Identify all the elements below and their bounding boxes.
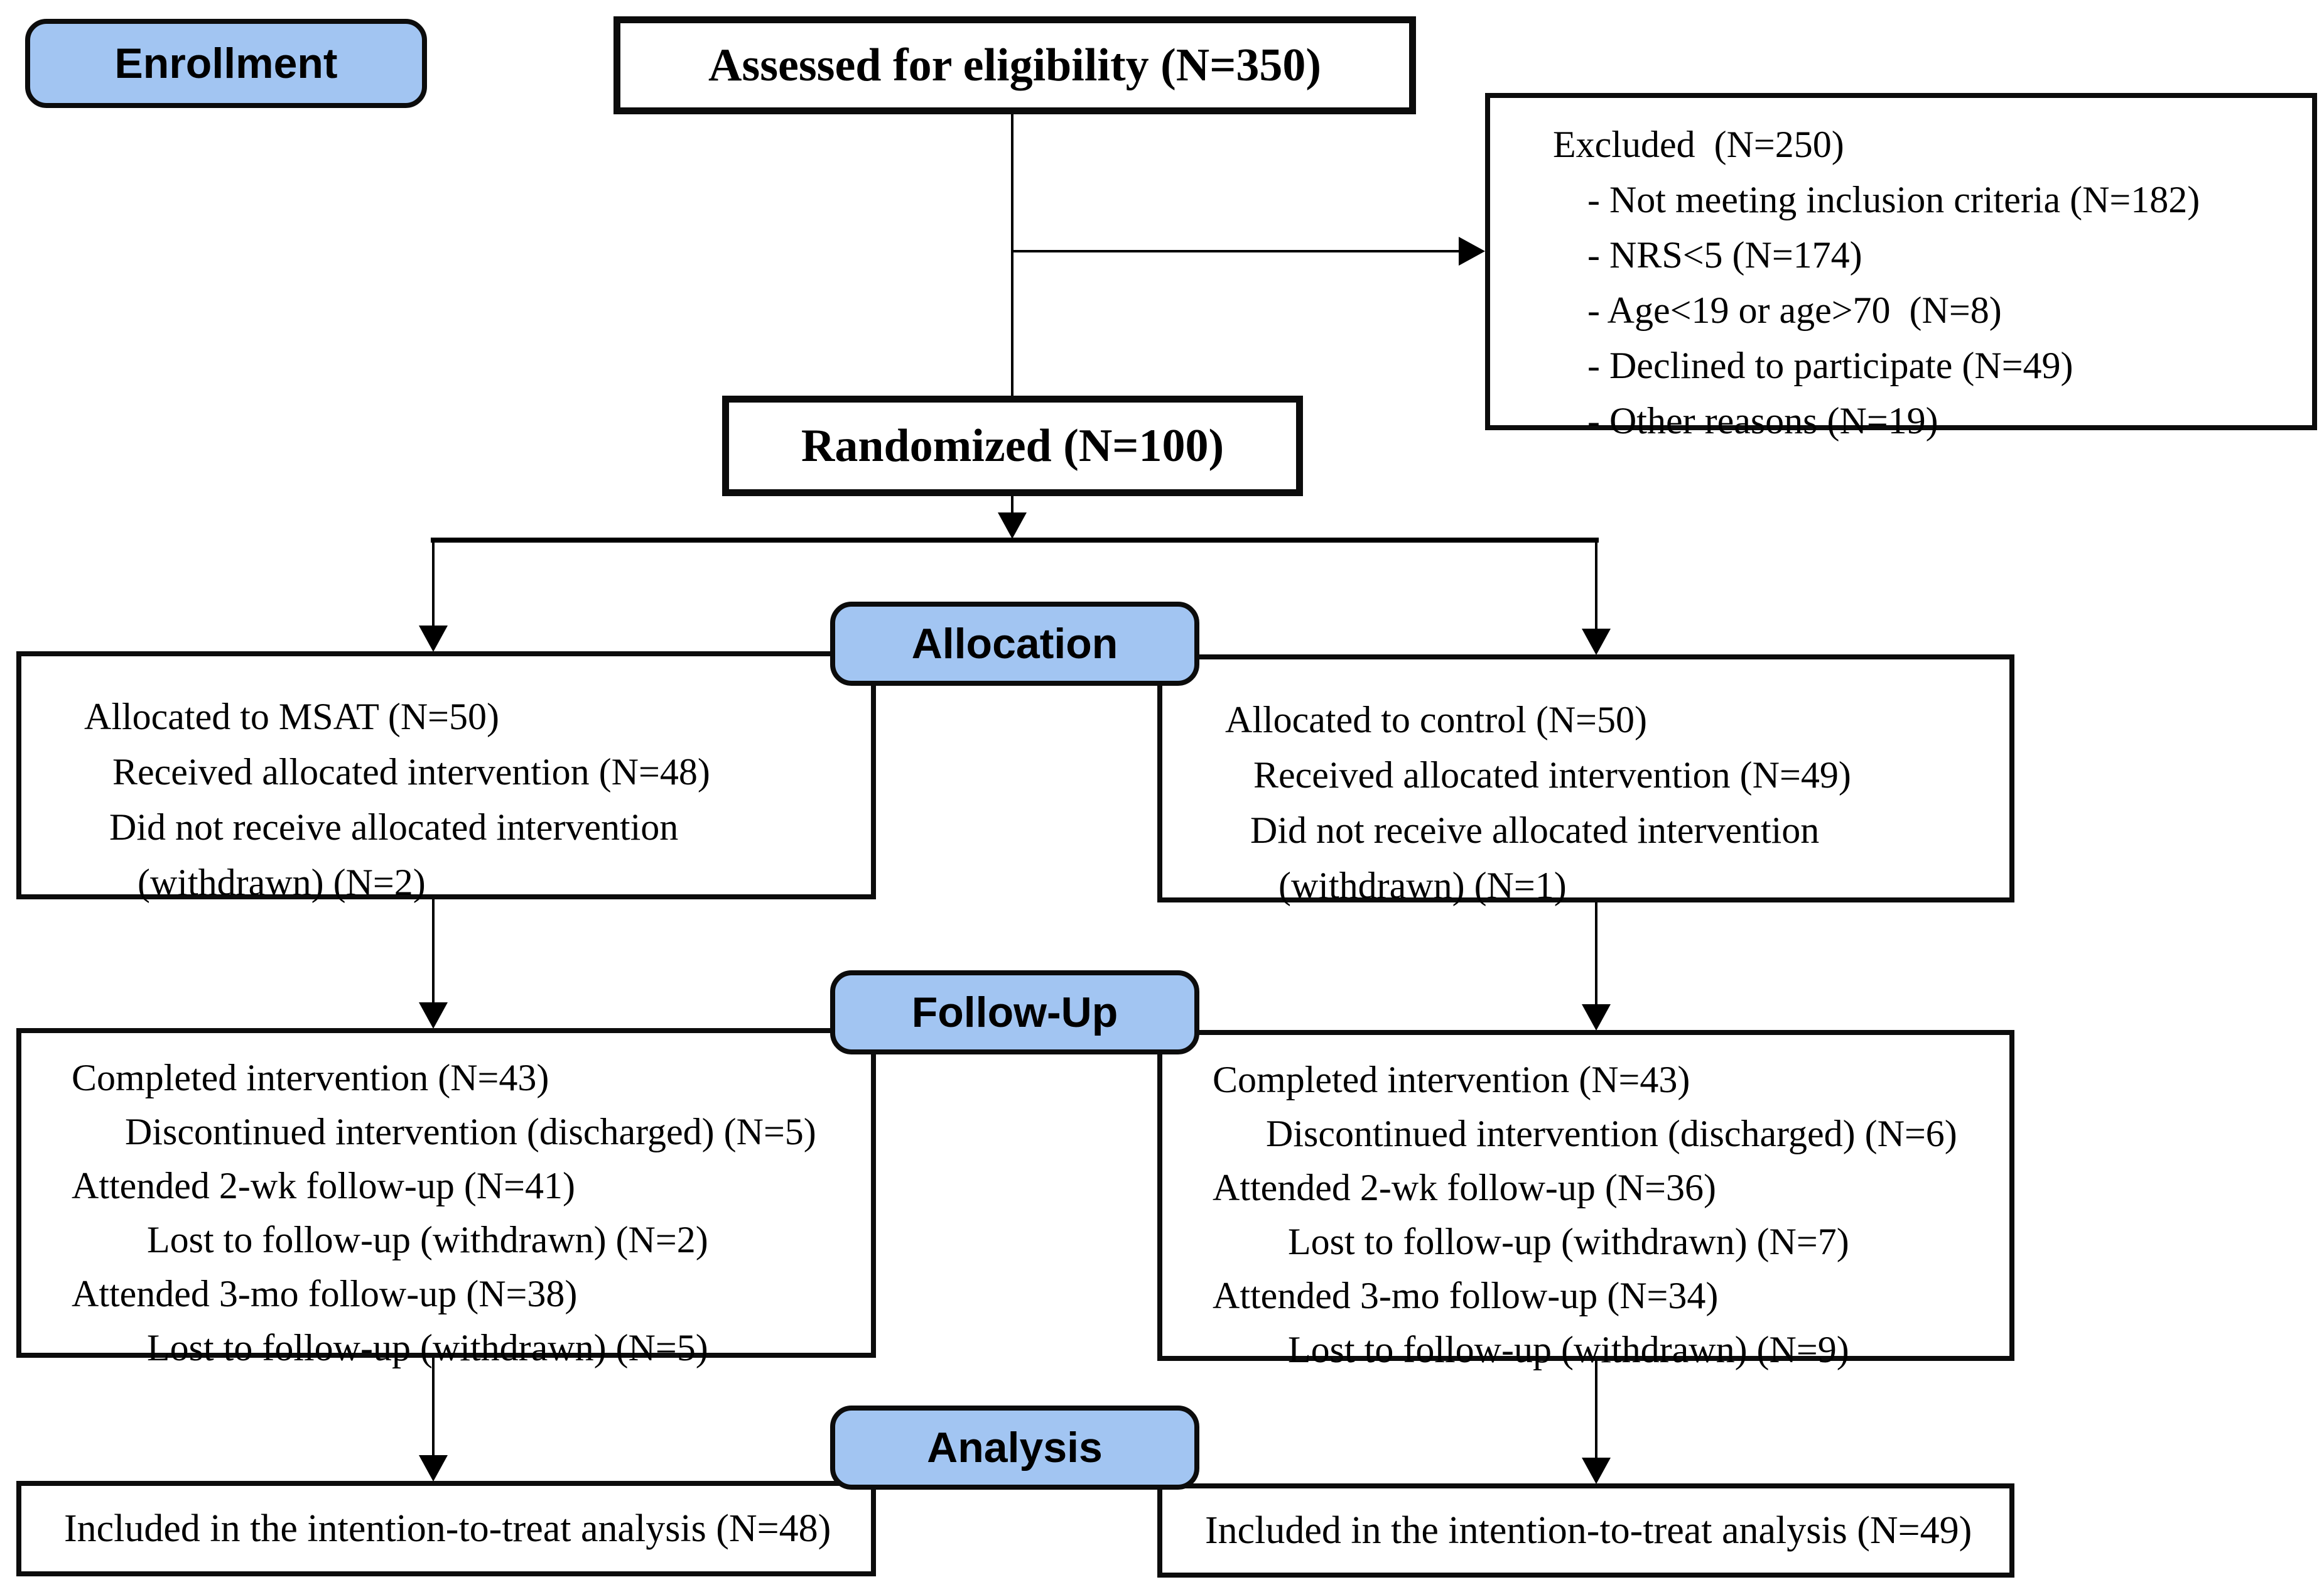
analysis-stage-label: Analysis bbox=[927, 1424, 1103, 1471]
follow-up-stage-label: Follow-Up bbox=[911, 989, 1118, 1036]
follow-up-msat-line: Attended 2-wk follow-up (N=41) bbox=[72, 1165, 576, 1206]
follow-up-msat-line: Attended 3-mo follow-up (N=38) bbox=[72, 1273, 578, 1314]
allocation-control-line: (withdrawn) (N=1) bbox=[1278, 865, 1567, 906]
connector-assessed-to-randomized bbox=[1011, 113, 1013, 397]
excluded-line: - Not meeting inclusion criteria (N=182) bbox=[1587, 179, 2200, 220]
follow-up-control-line: Completed intervention (N=43) bbox=[1213, 1059, 1690, 1100]
follow-up-control-line: Attended 2-wk follow-up (N=36) bbox=[1213, 1167, 1717, 1208]
connector-branch-to-alloc-right bbox=[1595, 540, 1597, 631]
allocation-control-line: Allocated to control (N=50) bbox=[1225, 699, 1647, 740]
excluded-line: Excluded (N=250) bbox=[1553, 124, 1844, 165]
follow-up-control-line: Lost to follow-up (withdrawn) (N=7) bbox=[1288, 1221, 1849, 1262]
arrowhead-down-icon bbox=[419, 1455, 448, 1482]
analysis-msat-text: Included in the intention-to-treat analy… bbox=[64, 1507, 831, 1550]
assessed-for-eligibility-box: Assessed for eligibility (N=350) bbox=[613, 16, 1416, 114]
allocation-msat-line: Did not receive allocated intervention bbox=[109, 806, 679, 848]
allocation-control-line: Did not receive allocated intervention bbox=[1250, 810, 1820, 851]
allocation-msat-box: Allocated to MSAT (N=50) Received alloca… bbox=[16, 651, 876, 903]
connector-branch-to-alloc-left bbox=[432, 540, 435, 628]
allocation-msat-line: (withdrawn) (N=2) bbox=[138, 862, 426, 903]
follow-up-msat-line: Completed intervention (N=43) bbox=[72, 1057, 549, 1098]
assessed-for-eligibility-text: Assessed for eligibility (N=350) bbox=[708, 39, 1322, 91]
allocation-stage-badge: Allocation bbox=[830, 602, 1199, 686]
follow-up-stage-badge: Follow-Up bbox=[830, 970, 1199, 1054]
connector-alloc-to-follow-left bbox=[432, 899, 435, 1005]
excluded-line: - Other reasons (N=19) bbox=[1587, 400, 1938, 442]
follow-up-msat-line: Lost to follow-up (withdrawn) (N=2) bbox=[147, 1219, 708, 1260]
analysis-msat-box: Included in the intention-to-treat analy… bbox=[16, 1481, 876, 1576]
allocation-msat-line: Received allocated intervention (N=48) bbox=[112, 751, 710, 793]
randomized-box: Randomized (N=100) bbox=[722, 396, 1303, 496]
arrowhead-down-icon bbox=[419, 1002, 448, 1029]
connector-alloc-to-follow-right bbox=[1595, 902, 1597, 1007]
allocation-control-line: Received allocated intervention (N=49) bbox=[1253, 754, 1851, 796]
follow-up-control-line: Attended 3-mo follow-up (N=34) bbox=[1213, 1275, 1719, 1316]
branch-line bbox=[431, 538, 1599, 543]
arrowhead-right-icon bbox=[1459, 237, 1485, 266]
analysis-control-text: Included in the intention-to-treat analy… bbox=[1205, 1509, 1972, 1552]
excluded-line: - Declined to participate (N=49) bbox=[1587, 345, 2073, 386]
excluded-line: - NRS<5 (N=174) bbox=[1587, 234, 1862, 276]
connector-to-excluded bbox=[1012, 250, 1461, 252]
allocation-msat-line: Allocated to MSAT (N=50) bbox=[84, 696, 499, 737]
follow-up-msat-line: Discontinued intervention (discharged) (… bbox=[125, 1111, 816, 1152]
follow-up-control-line: Discontinued intervention (discharged) (… bbox=[1266, 1113, 1957, 1154]
connector-randomized-to-branch bbox=[1011, 496, 1013, 516]
arrowhead-down-icon bbox=[998, 512, 1027, 539]
excluded-box: Excluded (N=250) - Not meeting inclusion… bbox=[1485, 93, 2317, 442]
analysis-control-box: Included in the intention-to-treat analy… bbox=[1157, 1483, 2014, 1578]
connector-follow-to-analysis-left bbox=[432, 1358, 435, 1457]
connector-follow-to-analysis-right bbox=[1595, 1361, 1597, 1460]
follow-up-msat-box: Completed intervention (N=43) Discontinu… bbox=[16, 1028, 876, 1368]
follow-up-control-box: Completed intervention (N=43) Discontinu… bbox=[1157, 1030, 2014, 1370]
follow-up-msat-line: Lost to follow-up (withdrawn) (N=5) bbox=[147, 1327, 708, 1368]
analysis-stage-badge: Analysis bbox=[830, 1406, 1199, 1490]
arrowhead-down-icon bbox=[1582, 1004, 1611, 1031]
arrowhead-down-icon bbox=[1582, 1458, 1611, 1484]
arrowhead-down-icon bbox=[419, 626, 448, 652]
allocation-control-box: Allocated to control (N=50) Received all… bbox=[1157, 654, 2014, 906]
follow-up-control-line: Lost to follow-up (withdrawn) (N=9) bbox=[1288, 1329, 1849, 1370]
enrollment-stage-badge: Enrollment bbox=[25, 19, 427, 108]
randomized-text: Randomized (N=100) bbox=[801, 420, 1224, 472]
allocation-stage-label: Allocation bbox=[911, 620, 1118, 668]
enrollment-stage-label: Enrollment bbox=[114, 40, 338, 87]
arrowhead-down-icon bbox=[1582, 629, 1611, 655]
excluded-line: - Age<19 or age>70 (N=8) bbox=[1587, 290, 2002, 331]
